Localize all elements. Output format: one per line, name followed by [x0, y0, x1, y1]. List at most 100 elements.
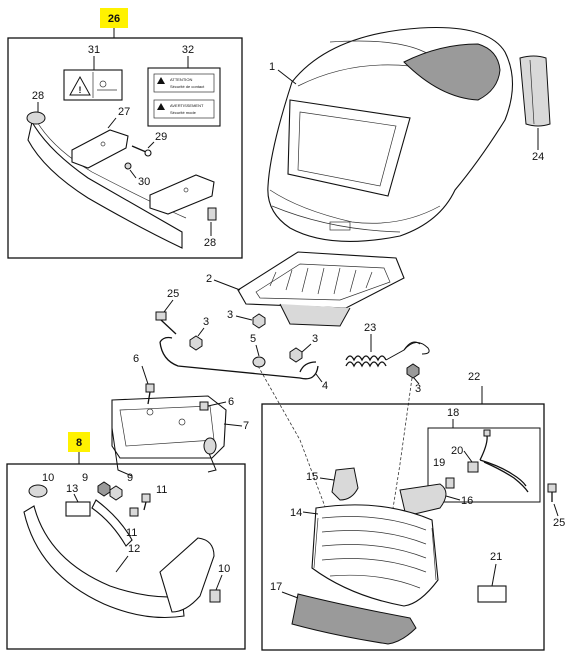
- hood-1: [267, 26, 513, 242]
- nut-3d: [406, 363, 420, 379]
- callout-2: 2: [206, 273, 212, 285]
- callout-7: 7: [243, 420, 249, 432]
- callout-28b: 28: [204, 237, 216, 249]
- bulb-19: [445, 477, 455, 489]
- bumper-bracket-27: [71, 129, 215, 215]
- nut-30: [124, 162, 132, 170]
- callout-28a: 28: [32, 90, 44, 102]
- leader-27: [107, 117, 117, 129]
- assembly-dashed-line-a: [387, 377, 413, 541]
- bolt-6a: [145, 383, 155, 405]
- leader-16: [445, 495, 461, 501]
- callout-1: 1: [269, 61, 275, 73]
- support-rod-4: [159, 336, 319, 380]
- leader-3b: [197, 327, 205, 337]
- leader-1: [277, 69, 297, 85]
- callout-10b: 10: [218, 563, 230, 575]
- callout-18: 18: [447, 407, 459, 419]
- callout-24: 24: [532, 151, 544, 163]
- callout-30: 30: [138, 176, 150, 188]
- hood-trim-24: [519, 55, 551, 127]
- front-grille-14: [311, 504, 439, 607]
- nut-3c: [289, 347, 303, 363]
- callout-26: 26: [108, 13, 120, 25]
- callout-12: 12: [128, 543, 140, 555]
- leader-25a: [163, 299, 174, 313]
- bolt-29: [131, 145, 152, 157]
- decal-32-line3: AVERTISSEMENT: [170, 103, 204, 108]
- callout-10a: 10: [42, 472, 54, 484]
- leader-4: [315, 373, 323, 383]
- callout-9b: 9: [127, 472, 133, 484]
- nut-9a: [97, 481, 111, 497]
- front-bumper-12: [23, 499, 215, 618]
- spring-23: [345, 341, 430, 368]
- callout-27: 27: [118, 106, 130, 118]
- kit-22-box: [261, 403, 545, 651]
- callout-21: 21: [490, 551, 502, 563]
- leader-12: [115, 555, 129, 573]
- decal-32-line4: Sécurité mode: [170, 110, 197, 115]
- callout-13: 13: [66, 483, 78, 495]
- mounting-bracket-7: [111, 395, 227, 477]
- bushing-5: [252, 356, 266, 368]
- bolt-6b: [199, 401, 209, 411]
- bolt-11b: [129, 507, 139, 517]
- callout-19: 19: [433, 457, 445, 469]
- bolt-25b: [547, 483, 557, 502]
- bumper-cap-10a: [28, 484, 48, 498]
- leader-17: [281, 591, 299, 599]
- callout-20: 20: [451, 445, 463, 457]
- callout-6a: 6: [133, 353, 139, 365]
- warning-decal-31: !: [63, 69, 123, 101]
- callout-14: 14: [290, 507, 302, 519]
- callout-22: 22: [468, 371, 480, 383]
- leader-20: [463, 450, 473, 463]
- leader-25b: [553, 503, 559, 517]
- leader-14: [302, 511, 319, 515]
- callout-3c: 3: [312, 333, 318, 345]
- headlight-housing-15: [331, 467, 359, 501]
- callout-4: 4: [322, 380, 328, 392]
- leader-21: [491, 563, 497, 587]
- callout-3a: 3: [227, 309, 233, 321]
- leader-6b: [207, 401, 227, 407]
- leader-7: [223, 423, 243, 427]
- callout-29: 29: [155, 131, 167, 143]
- bolt-11a: [141, 493, 151, 511]
- kit-8-box: [6, 463, 246, 650]
- callout-5: 5: [250, 333, 256, 345]
- decal-32-line1: ATTENTION: [170, 77, 192, 82]
- bumper-cap-28: [207, 207, 217, 221]
- callout-6b: 6: [228, 396, 234, 408]
- callout-11a: 11: [156, 484, 167, 496]
- callout-8: 8: [76, 437, 82, 449]
- decal-21: [477, 585, 507, 603]
- wiring-harness-box-18: [427, 427, 541, 503]
- callout-17: 17: [270, 581, 282, 593]
- bolt-25a: [155, 311, 177, 335]
- safety-decal-32: ATTENTION Sécurité de contact AVERTISSEM…: [147, 67, 221, 127]
- hood-support-pan-2: [237, 251, 405, 327]
- nut-3b: [189, 335, 203, 351]
- decal-13: [65, 501, 91, 517]
- nut-3a: [252, 313, 266, 329]
- callout-25a: 25: [167, 288, 179, 300]
- callout-3d: 3: [415, 383, 421, 395]
- callout-31: 31: [88, 44, 100, 56]
- callout-3b: 3: [203, 316, 209, 328]
- callout-11b: 11: [126, 527, 137, 539]
- kit-26-box: [7, 37, 243, 259]
- leader-10b: [215, 574, 223, 591]
- leader-15: [319, 477, 335, 481]
- bumper-cap-10b: [209, 589, 221, 603]
- callout-9a: 9: [82, 472, 88, 484]
- decal-32-line2: Sécurité de contact: [170, 84, 205, 89]
- leader-5: [255, 344, 260, 357]
- leader-13: [73, 493, 79, 503]
- callout-16: 16: [461, 495, 473, 507]
- wiring-harness-20: [467, 429, 529, 493]
- callout-23: 23: [364, 322, 376, 334]
- callout-8-highlight: [68, 432, 90, 452]
